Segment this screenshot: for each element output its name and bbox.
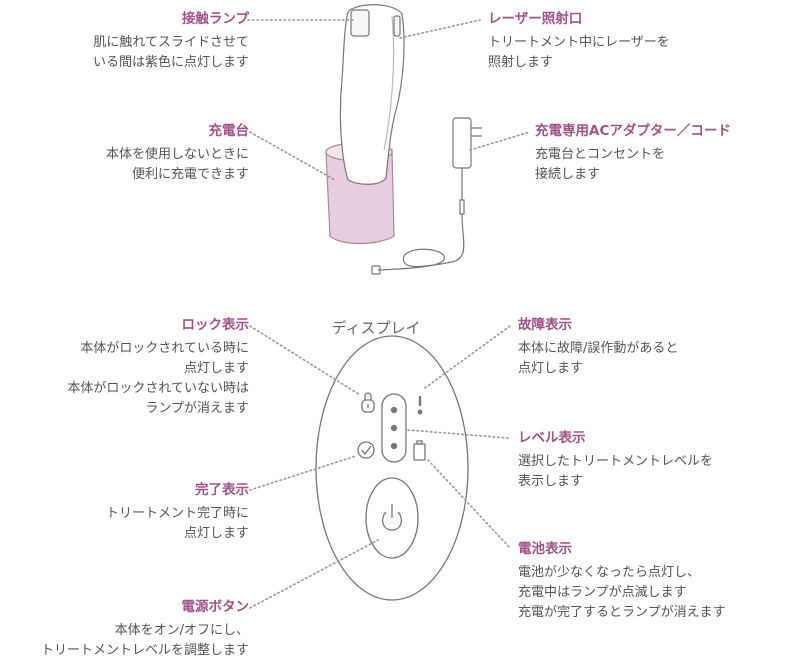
callout-text: 本体を使用しないときに xyxy=(105,147,249,162)
contact-lamp-window xyxy=(350,9,370,37)
leader-power xyxy=(249,539,379,609)
callout-text: いる間は紫色に点灯します xyxy=(92,55,249,70)
callout-text: 点灯します xyxy=(183,526,249,541)
callout-text: 本体をオン/オフにし、 xyxy=(114,623,249,638)
adapter-cord xyxy=(459,168,465,215)
callout-text: トリートメント完了時に xyxy=(105,506,249,521)
callout-text: 充電台とコンセントを xyxy=(535,147,666,162)
callout-text: 本体に故障/誤作動があると xyxy=(518,341,679,356)
leader-lines xyxy=(247,19,531,609)
callout-power: 電源ボタン 本体をオン/オフにし、 トリートメントレベルを調整します xyxy=(41,598,249,661)
callout-title: 接触ランプ xyxy=(181,11,249,27)
callout-title: レーザー照射口 xyxy=(488,11,583,27)
callout-text: トリートメント中にレーザーを xyxy=(488,35,670,50)
complete-icon xyxy=(357,441,375,459)
callout-text: 本体がロックされている時に xyxy=(80,341,249,356)
callout-title: 故障表示 xyxy=(518,317,572,333)
ac-adapter xyxy=(452,117,472,169)
callout-text: 接続します xyxy=(535,167,601,182)
callout-adapter: 充電専用ACアダプター／コード 充電台とコンセントを 接続します xyxy=(535,122,731,185)
callout-text: ランプが消えます xyxy=(145,401,249,416)
battery-icon xyxy=(413,440,426,461)
callout-title: 電池表示 xyxy=(518,541,572,557)
callout-title: レベル表示 xyxy=(518,430,586,446)
callout-text: 肌に触れてスライドさせて xyxy=(93,35,249,50)
callout-lock: ロック表示 本体がロックされている時に 点灯します 本体がロックされていない時は… xyxy=(67,316,249,419)
callout-contact-lamp: 接触ランプ 肌に触れてスライドさせて いる間は紫色に点灯します xyxy=(93,10,249,73)
device-illustration xyxy=(325,4,482,275)
callout-text: 充電が完了するとランプが消えます xyxy=(518,605,726,620)
leader-adapter xyxy=(469,131,531,151)
laser-aperture xyxy=(393,15,401,37)
callout-laser: レーザー照射口 トリートメント中にレーザーを 照射します xyxy=(488,10,670,73)
callout-charger: 充電台 本体を使用しないときに 便利に充電できます xyxy=(106,122,249,185)
callout-battery: 電池表示 電池が少なくなったら点灯し、 充電中はランプが点滅します 充電が完了す… xyxy=(518,540,726,623)
remote-illustration xyxy=(315,335,469,601)
callout-text: 選択したトリートメントレベルを xyxy=(518,454,714,469)
power-icon xyxy=(381,504,403,531)
callout-text: 表示します xyxy=(518,474,584,489)
callout-text: 充電中はランプが点滅します xyxy=(518,585,687,600)
level-indicator xyxy=(381,393,407,463)
callout-title: 充電台 xyxy=(208,123,250,139)
leader-fault xyxy=(424,325,511,389)
callout-text: トリートメントレベルを調整します xyxy=(40,643,249,658)
callout-text: 電池が少なくなったら点灯し、 xyxy=(518,565,701,580)
leader-lock xyxy=(249,325,361,396)
leader-complete xyxy=(249,455,357,491)
leader-laser xyxy=(399,19,481,39)
power-button xyxy=(365,477,419,559)
display-title: ディスプレイ xyxy=(331,319,421,337)
callout-level: レベル表示 選択したトリートメントレベルを 表示します xyxy=(518,429,713,492)
callout-text: 照射します xyxy=(488,55,554,70)
leader-level xyxy=(407,429,509,439)
callout-text: 点灯します xyxy=(518,361,584,376)
callout-text: 点灯します xyxy=(183,361,249,376)
leader-battery xyxy=(427,459,511,549)
callout-text: 便利に充電できます xyxy=(131,167,249,182)
callout-title: 完了表示 xyxy=(195,482,249,498)
lock-icon xyxy=(361,392,375,413)
callout-complete: 完了表示 トリートメント完了時に 点灯します xyxy=(106,481,249,544)
callout-text: 本体がロックされていない時は xyxy=(67,381,249,396)
callout-fault: 故障表示 本体に故障/誤作動があると 点灯します xyxy=(518,316,678,379)
remote-body xyxy=(315,335,469,601)
fault-icon xyxy=(417,396,423,415)
callout-title: 充電専用ACアダプター／コード xyxy=(535,123,731,139)
callout-title: ロック表示 xyxy=(181,317,250,333)
leader-charger xyxy=(249,131,336,181)
handpiece-body xyxy=(339,4,405,185)
callout-title: 電源ボタン xyxy=(181,599,250,615)
